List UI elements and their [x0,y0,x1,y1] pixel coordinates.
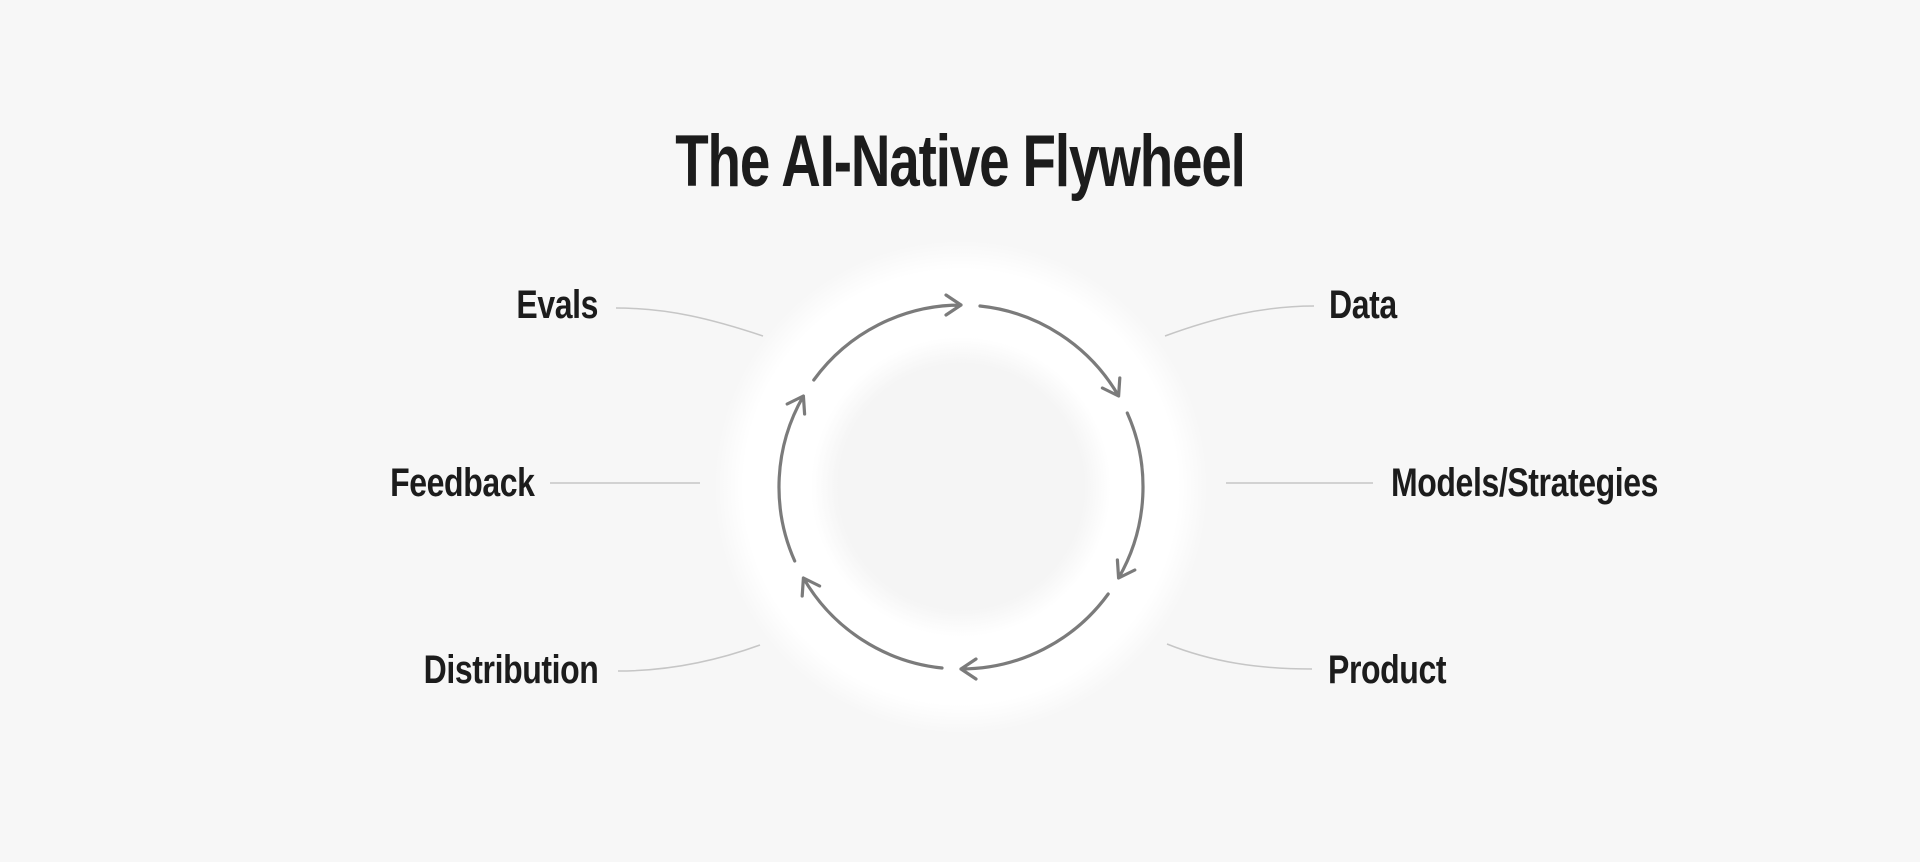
label-connectors [550,305,1373,672]
cycle-arrow-lower-left-icon [800,576,944,670]
page-title: The AI-Native Flywheel [675,120,1246,202]
flywheel-label-feedback: Feedback [390,461,536,505]
connector-line-distribution [617,644,761,672]
cycle-arrow-bottom-icon [959,592,1110,681]
cycle-arrow-top-icon [812,293,963,382]
flywheel-label-distribution: Distribution [423,648,598,692]
flywheel-label-product: Product [1328,648,1447,692]
flywheel-label-models-strategies: Models/Strategies [1391,461,1659,505]
flywheel-label-evals: Evals [516,283,598,327]
cycle-arrows [777,293,1145,681]
connector-line-data [1164,305,1315,337]
flywheel-label-data: Data [1329,283,1397,327]
connector-line-evals [615,307,764,337]
cycle-arrow-lower-right-icon [1115,411,1145,580]
connector-line-product [1166,643,1313,670]
cycle-arrow-upper-left-icon [777,394,807,563]
flywheel-inner-disc [811,337,1111,637]
cycle-arrow-upper-right-icon [978,304,1122,398]
